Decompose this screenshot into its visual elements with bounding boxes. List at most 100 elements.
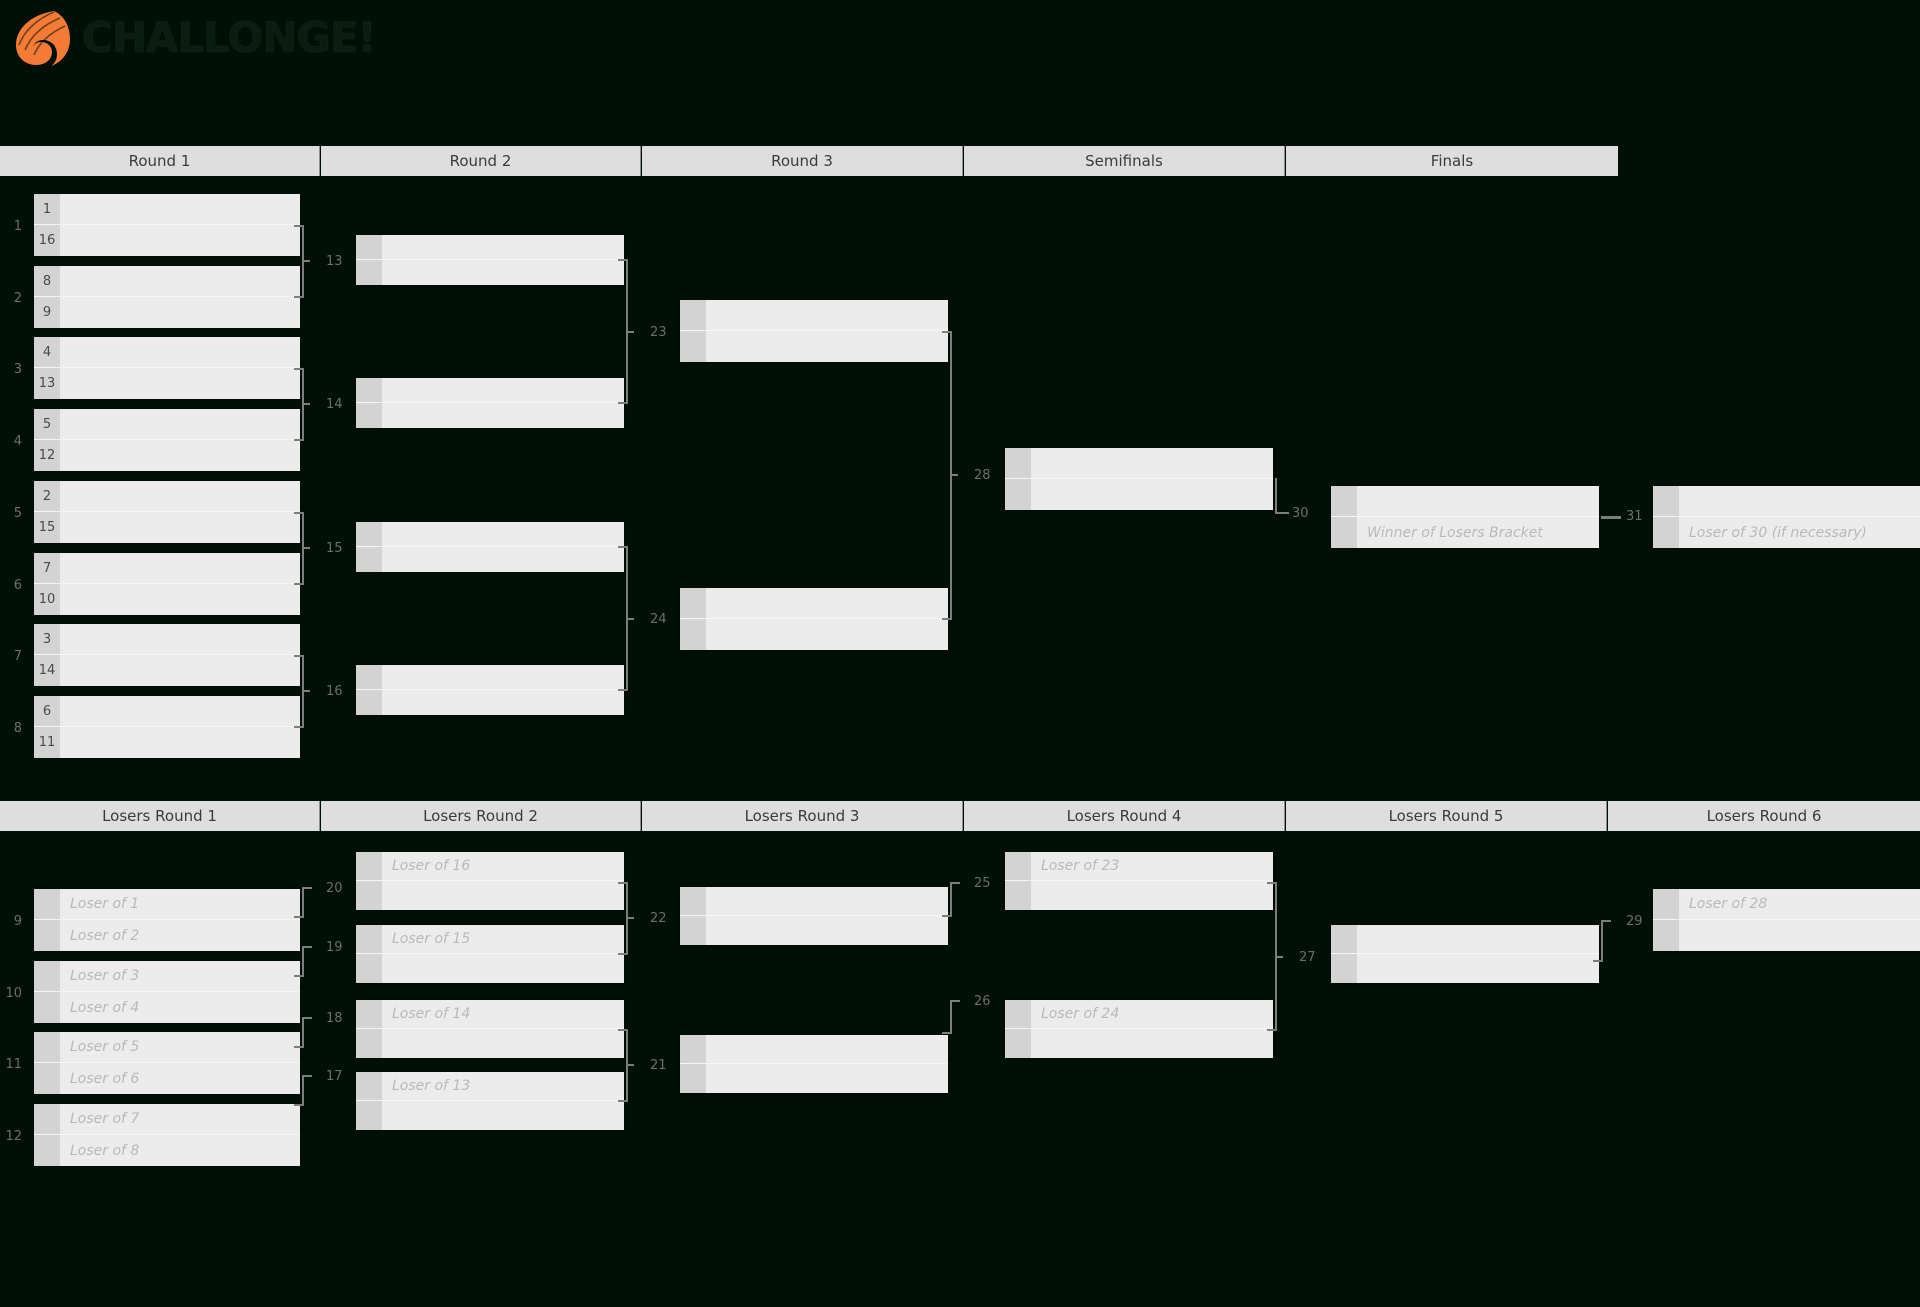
- match-row-bottom[interactable]: [1005, 1029, 1273, 1058]
- match-box-13[interactable]: [356, 235, 624, 285]
- match-row-top[interactable]: [1005, 448, 1273, 479]
- match-row-top[interactable]: [356, 522, 624, 547]
- match-row-top[interactable]: [680, 300, 948, 331]
- match-row-bottom[interactable]: 14: [34, 655, 300, 686]
- header-round-2[interactable]: Round 2: [321, 146, 641, 176]
- match-box-19[interactable]: Loser of 15: [356, 925, 624, 983]
- match-row-top[interactable]: [680, 1035, 948, 1064]
- match-row-bottom[interactable]: 11: [34, 727, 300, 758]
- match-row-bottom[interactable]: [1331, 954, 1599, 983]
- match-row-bottom[interactable]: [356, 1101, 624, 1130]
- match-row-bottom[interactable]: [356, 690, 624, 715]
- match-row-bottom[interactable]: 12: [34, 440, 300, 471]
- match-box-5[interactable]: 2 15: [34, 481, 300, 543]
- match-box-21[interactable]: [680, 1035, 948, 1093]
- match-row-bottom[interactable]: 13: [34, 368, 300, 399]
- match-box-28[interactable]: [1005, 448, 1273, 510]
- match-box-24[interactable]: [680, 588, 948, 650]
- match-row-bottom[interactable]: [356, 881, 624, 910]
- match-row-top[interactable]: Loser of 3: [34, 961, 300, 992]
- match-row-top[interactable]: [356, 665, 624, 690]
- match-row-bottom[interactable]: Loser of 4: [34, 992, 300, 1023]
- match-row-top[interactable]: Loser of 14: [356, 1000, 624, 1029]
- match-row-top[interactable]: [680, 588, 948, 619]
- match-row-top[interactable]: [1331, 925, 1599, 954]
- match-row-bottom[interactable]: 9: [34, 297, 300, 328]
- match-row-bottom[interactable]: Loser of 2: [34, 920, 300, 951]
- header-losers-round-3[interactable]: Losers Round 3: [642, 801, 963, 831]
- match-row-bottom[interactable]: 16: [34, 225, 300, 256]
- match-row-top[interactable]: Loser of 28: [1653, 889, 1920, 920]
- match-row-bottom[interactable]: Loser of 8: [34, 1135, 300, 1166]
- match-row-bottom[interactable]: [680, 1064, 948, 1093]
- match-row-bottom[interactable]: Winner of Losers Bracket: [1331, 517, 1599, 548]
- match-box-22[interactable]: [680, 887, 948, 945]
- header-finals[interactable]: Finals: [1286, 146, 1618, 176]
- match-row-bottom[interactable]: [680, 619, 948, 650]
- header-losers-round-2[interactable]: Losers Round 2: [321, 801, 641, 831]
- match-row-top[interactable]: Loser of 23: [1005, 852, 1273, 881]
- match-row-bottom[interactable]: [1005, 881, 1273, 910]
- match-row-bottom[interactable]: [680, 916, 948, 945]
- match-row-top[interactable]: Loser of 24: [1005, 1000, 1273, 1029]
- match-box-25[interactable]: Loser of 23: [1005, 852, 1273, 910]
- match-row-top[interactable]: [680, 887, 948, 916]
- match-row-bottom[interactable]: [356, 954, 624, 983]
- match-box-23[interactable]: [680, 300, 948, 362]
- match-row-bottom[interactable]: [356, 403, 624, 428]
- header-round-3[interactable]: Round 3: [642, 146, 963, 176]
- match-row-top[interactable]: 5: [34, 409, 300, 440]
- match-box-26[interactable]: Loser of 24: [1005, 1000, 1273, 1058]
- match-row-top[interactable]: 1: [34, 194, 300, 225]
- match-box-16[interactable]: [356, 665, 624, 715]
- match-row-top[interactable]: [1653, 486, 1920, 517]
- match-box-20[interactable]: Loser of 16: [356, 852, 624, 910]
- match-box-10[interactable]: Loser of 3 Loser of 4: [34, 961, 300, 1023]
- match-box-11[interactable]: Loser of 5 Loser of 6: [34, 1032, 300, 1094]
- match-box-14[interactable]: [356, 378, 624, 428]
- match-row-top[interactable]: [1331, 486, 1599, 517]
- match-row-bottom[interactable]: [356, 1029, 624, 1058]
- match-box-15[interactable]: [356, 522, 624, 572]
- match-row-top[interactable]: 7: [34, 553, 300, 584]
- match-row-bottom[interactable]: [356, 260, 624, 285]
- match-row-bottom[interactable]: [356, 547, 624, 572]
- match-row-bottom[interactable]: Loser of 30 (if necessary): [1653, 517, 1920, 548]
- header-round-1[interactable]: Round 1: [0, 146, 320, 176]
- match-row-top[interactable]: Loser of 5: [34, 1032, 300, 1063]
- match-box-18[interactable]: Loser of 14: [356, 1000, 624, 1058]
- match-row-bottom[interactable]: [680, 331, 948, 362]
- match-box-6[interactable]: 7 10: [34, 553, 300, 615]
- header-losers-round-6[interactable]: Losers Round 6: [1608, 801, 1920, 831]
- match-box-1[interactable]: 1 16: [34, 194, 300, 256]
- match-row-top[interactable]: 4: [34, 337, 300, 368]
- match-row-bottom[interactable]: Loser of 6: [34, 1063, 300, 1094]
- match-box-7[interactable]: 3 14: [34, 624, 300, 686]
- match-row-top[interactable]: 8: [34, 266, 300, 297]
- challonge-logo[interactable]: CHALLONGE!: [10, 6, 377, 70]
- header-losers-round-1[interactable]: Losers Round 1: [0, 801, 320, 831]
- match-row-bottom[interactable]: [1653, 920, 1920, 951]
- match-box-30[interactable]: Winner of Losers Bracket: [1331, 486, 1599, 548]
- match-row-top[interactable]: 6: [34, 696, 300, 727]
- match-row-bottom[interactable]: [1005, 479, 1273, 510]
- match-box-9[interactable]: Loser of 1 Loser of 2: [34, 889, 300, 951]
- match-row-bottom[interactable]: 10: [34, 584, 300, 615]
- match-row-bottom[interactable]: 15: [34, 512, 300, 543]
- match-box-2[interactable]: 8 9: [34, 266, 300, 328]
- match-row-top[interactable]: Loser of 7: [34, 1104, 300, 1135]
- match-row-top[interactable]: Loser of 16: [356, 852, 624, 881]
- header-losers-round-5[interactable]: Losers Round 5: [1286, 801, 1607, 831]
- match-box-17[interactable]: Loser of 13: [356, 1072, 624, 1130]
- match-box-29[interactable]: Loser of 28: [1653, 889, 1920, 951]
- match-box-31[interactable]: Loser of 30 (if necessary): [1653, 486, 1920, 548]
- match-row-top[interactable]: [356, 235, 624, 260]
- match-row-top[interactable]: Loser of 15: [356, 925, 624, 954]
- match-box-12[interactable]: Loser of 7 Loser of 8: [34, 1104, 300, 1166]
- match-box-8[interactable]: 6 11: [34, 696, 300, 758]
- match-box-3[interactable]: 4 13: [34, 337, 300, 399]
- match-box-27[interactable]: [1331, 925, 1599, 983]
- match-row-top[interactable]: 3: [34, 624, 300, 655]
- match-box-4[interactable]: 5 12: [34, 409, 300, 471]
- header-losers-round-4[interactable]: Losers Round 4: [964, 801, 1285, 831]
